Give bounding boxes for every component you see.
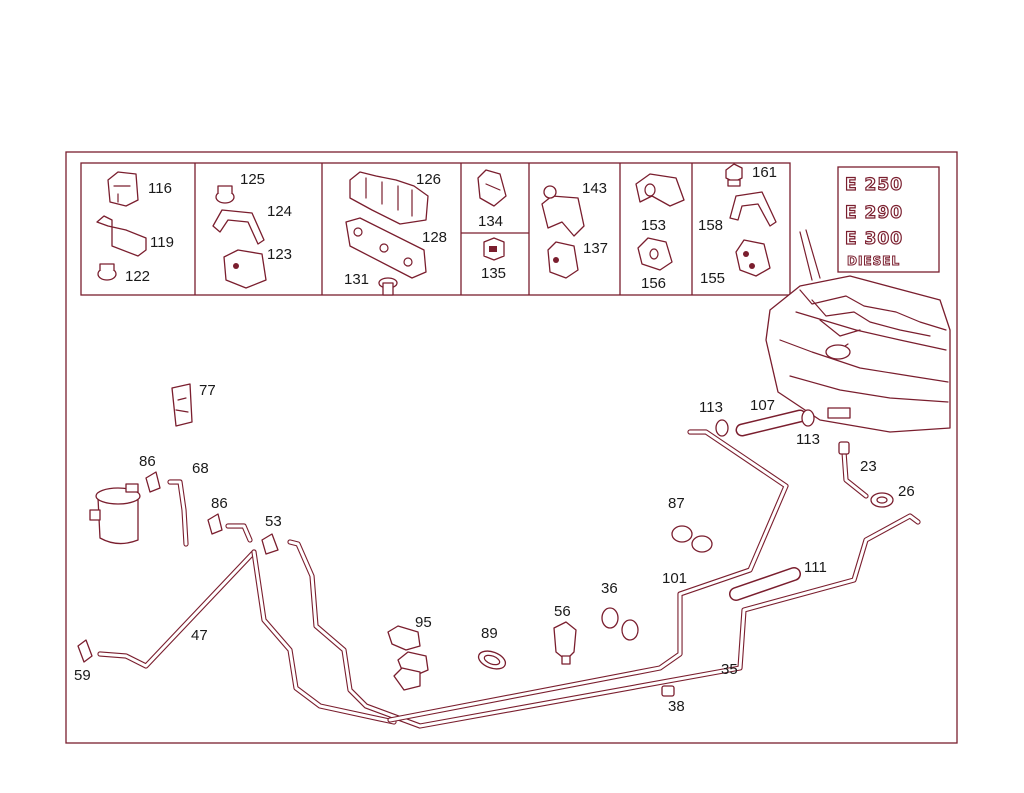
clamp-53 — [261, 533, 279, 555]
nut-125 — [215, 185, 235, 204]
label-68: 68 — [192, 460, 209, 477]
clamp-95 — [387, 625, 429, 691]
label-161: 161 — [752, 164, 777, 181]
label-95: 95 — [415, 614, 432, 631]
badge-e250: E 250 — [845, 175, 903, 195]
label-128: 128 — [422, 229, 447, 246]
label-89: 89 — [481, 625, 498, 642]
clamp-strip-126 — [349, 171, 429, 225]
bracket-158 — [729, 191, 777, 227]
bracket-77 — [171, 383, 193, 427]
label-131: 131 — [344, 271, 369, 288]
hose-107 — [735, 409, 807, 437]
label-111: 111 — [804, 559, 827, 576]
bolt-131 — [378, 277, 398, 296]
clip-134 — [477, 169, 507, 207]
clip-135 — [483, 237, 505, 261]
label-36: 36 — [601, 580, 618, 597]
holder-137 — [547, 241, 579, 279]
label-38: 38 — [668, 698, 685, 715]
fuel-lines — [97, 429, 921, 729]
clamp-36 — [601, 607, 639, 641]
clamp-113-right — [801, 409, 815, 427]
nut-161 — [725, 163, 743, 187]
label-122: 122 — [125, 268, 150, 285]
label-101: 101 — [662, 570, 687, 587]
label-155: 155 — [700, 270, 725, 287]
holder-155 — [735, 239, 771, 277]
badge-e300: E 300 — [845, 229, 903, 249]
rubber-mount-156 — [637, 237, 673, 271]
nut-122 — [97, 263, 117, 281]
label-56: 56 — [554, 603, 571, 620]
clamp-26 — [870, 492, 894, 508]
small-parts-grid — [80, 162, 791, 296]
label-47: 47 — [191, 627, 208, 644]
bracket-128 — [345, 217, 427, 279]
label-153: 153 — [641, 217, 666, 234]
label-77: 77 — [199, 382, 216, 399]
label-86-a: 86 — [139, 453, 156, 470]
label-135: 135 — [481, 265, 506, 282]
label-35: 35 — [721, 661, 738, 678]
clamp-86-b — [207, 513, 223, 535]
model-badges-box: E 250 E 290 E 300 DIESEL — [837, 166, 940, 273]
label-126: 126 — [416, 171, 441, 188]
diagram-frame — [65, 151, 958, 744]
fuel-tank — [765, 229, 951, 433]
fitting-23 — [838, 441, 850, 455]
label-107: 107 — [750, 397, 775, 414]
hose-111 — [729, 567, 801, 601]
label-23: 23 — [860, 458, 877, 475]
clamp-113-left — [715, 419, 729, 437]
fuel-filter — [89, 483, 141, 545]
bracket-119 — [96, 215, 147, 257]
label-143: 143 — [582, 180, 607, 197]
clamp-87 — [671, 525, 713, 553]
label-53: 53 — [265, 513, 282, 530]
clip-116 — [107, 171, 139, 207]
label-59: 59 — [74, 667, 91, 684]
clamp-86-a — [145, 471, 161, 493]
clamp-89 — [477, 650, 507, 670]
label-86-b: 86 — [211, 495, 228, 512]
label-26: 26 — [898, 483, 915, 500]
label-125: 125 — [240, 171, 265, 188]
badge-diesel: DIESEL — [847, 254, 900, 268]
label-123: 123 — [267, 246, 292, 263]
holder-123 — [223, 249, 267, 289]
holder-143 — [541, 185, 585, 237]
label-116: 116 — [148, 180, 172, 197]
label-124: 124 — [267, 203, 292, 220]
badge-e290: E 290 — [845, 203, 903, 223]
label-119: 119 — [150, 234, 174, 251]
label-134: 134 — [478, 213, 503, 230]
label-156: 156 — [641, 275, 666, 292]
part-number-labels: 116 119 122 125 124 123 126 128 131 134 … — [74, 164, 915, 715]
label-137: 137 — [583, 240, 608, 257]
bracket-124 — [212, 209, 265, 245]
label-158: 158 — [698, 217, 723, 234]
connector-59 — [77, 639, 93, 663]
label-87: 87 — [668, 495, 685, 512]
label-113-left: 113 — [699, 399, 723, 416]
rubber-mount-153 — [635, 173, 685, 207]
sleeve-38 — [661, 685, 675, 697]
valve-56 — [553, 621, 577, 665]
label-113-right: 113 — [796, 431, 820, 448]
